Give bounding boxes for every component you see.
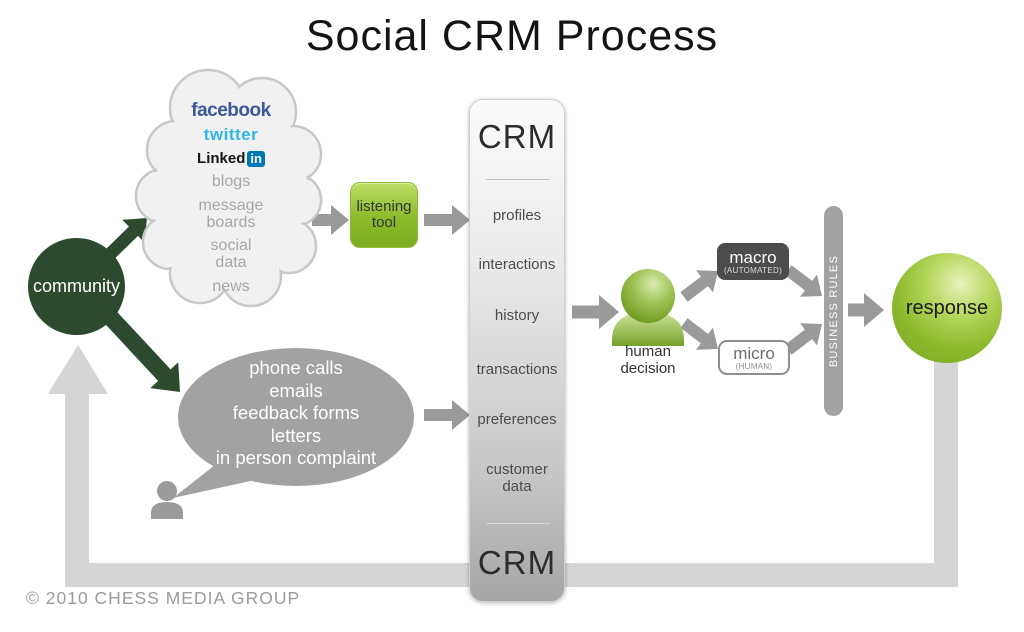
- crm-divider-top: [486, 179, 550, 180]
- speech-bubble: [173, 348, 414, 498]
- cloud-item-news: news: [212, 277, 250, 295]
- arrow-human-to-macro-icon: [680, 270, 718, 302]
- arrow-community-to-bubble-icon: [93, 300, 180, 392]
- crm-item-history: history: [494, 307, 540, 324]
- customer-person-icon: [151, 481, 183, 519]
- business-rules-label: BUSINESS RULES: [827, 254, 840, 368]
- crm-title-top: CRM: [477, 118, 557, 155]
- crm-item-preferences: preferences: [477, 411, 557, 428]
- crm-item-interactions: interactions: [478, 256, 556, 273]
- cloud-item-message-boards: message boards: [198, 196, 264, 231]
- crm-item-customer-data: customer data: [486, 461, 548, 495]
- social-media-cloud: [134, 68, 323, 308]
- channel-in-person-complaint: in person complaint: [215, 447, 377, 469]
- arrow-group: [93, 205, 884, 430]
- twitter-logo: twitter: [203, 125, 259, 144]
- micro-node: micro (HUMAN): [718, 340, 790, 375]
- copyright-text: © 2010 CHESS MEDIA GROUP: [26, 588, 301, 608]
- macro-label: macro: [729, 247, 777, 267]
- feedback-loop-arrowhead-icon: [48, 345, 108, 394]
- page-title: Social CRM Process: [305, 12, 719, 60]
- listening-tool-node: listening tool: [350, 182, 418, 248]
- macro-sublabel: (AUTOMATED): [723, 265, 783, 275]
- business-rules-bar: BUSINESS RULES: [824, 206, 843, 416]
- crm-item-transactions: transactions: [476, 361, 558, 378]
- community-node: community: [28, 238, 125, 335]
- arrow-crm-to-human-icon: [572, 295, 619, 329]
- arrow-macro-to-rules-icon: [784, 265, 822, 297]
- listening-tool-label: listening tool: [356, 197, 412, 231]
- speech-bubble-body: [178, 348, 414, 486]
- cloud-item-social-data: social data: [210, 237, 252, 272]
- channel-phone-calls: phone calls: [249, 357, 343, 378]
- response-node: response: [892, 253, 1002, 363]
- linkedin-word: Linked: [197, 150, 246, 167]
- human-decision-label: human decision: [620, 343, 676, 377]
- micro-sublabel: (HUMAN): [735, 361, 773, 371]
- community-label: community: [32, 276, 121, 296]
- arrow-bubble-to-crm-icon: [424, 400, 470, 430]
- cloud-fill: [138, 72, 319, 304]
- crm-item-profiles: profiles: [492, 207, 542, 224]
- inbound-channels-list: phone calls emails feedback forms letter…: [186, 357, 406, 470]
- arrow-rules-to-response-icon: [848, 293, 884, 327]
- channel-feedback-forms: feedback forms: [232, 402, 360, 424]
- crm-database-column: CRM profiles interactions history transa…: [469, 99, 565, 602]
- facebook-logo: facebook: [191, 100, 271, 121]
- macro-node: macro (AUTOMATED): [717, 243, 789, 280]
- channel-letters: letters: [270, 424, 322, 446]
- arrow-listening-to-crm-icon: [424, 205, 470, 235]
- crm-divider-bottom: [486, 523, 550, 524]
- cloud-item-blogs: blogs: [211, 173, 251, 190]
- linkedin-badge: in: [247, 151, 265, 167]
- response-label: response: [905, 296, 989, 319]
- arrow-cloud-to-listening-icon: [312, 205, 349, 235]
- micro-label: micro: [733, 343, 775, 363]
- arrow-micro-to-rules-icon: [784, 323, 822, 355]
- crm-title-bottom: CRM: [477, 544, 557, 581]
- channel-emails: emails: [269, 379, 323, 401]
- arrow-human-to-micro-icon: [680, 318, 718, 350]
- human-decision-icon: [612, 269, 684, 346]
